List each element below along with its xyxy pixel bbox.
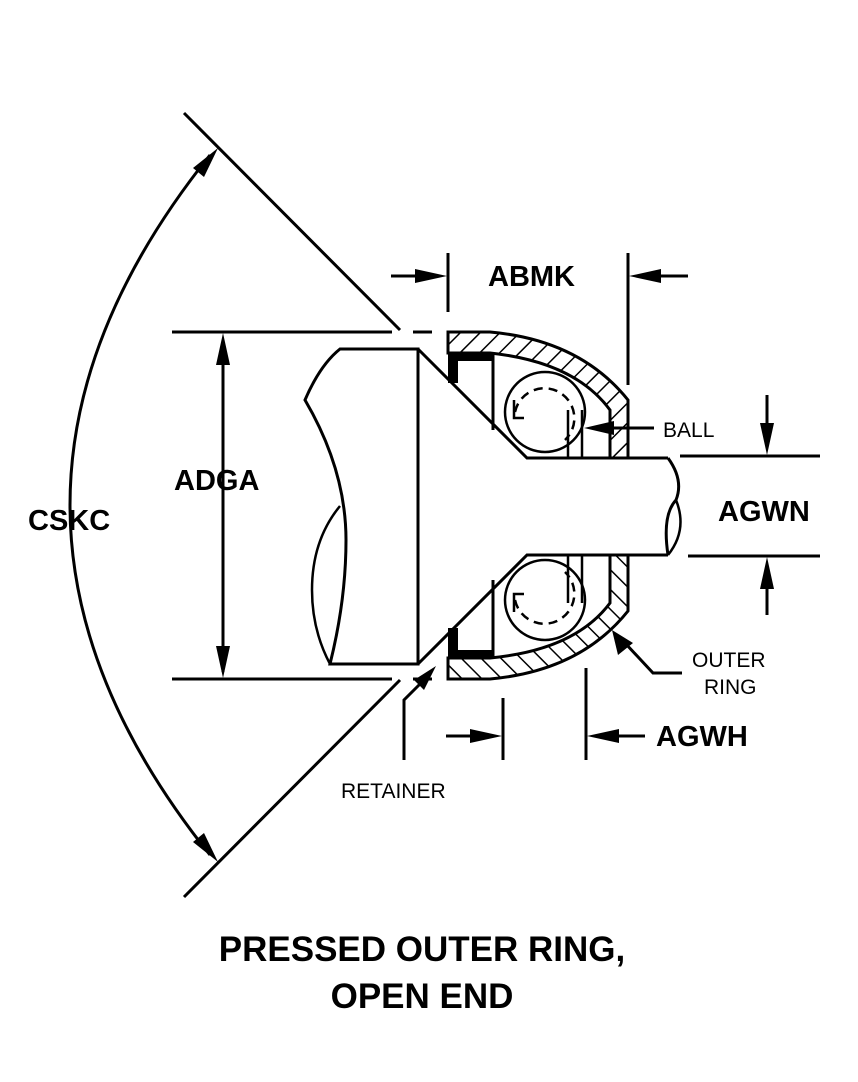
head-diameter-label: ADGA [174,465,259,497]
retainer [448,353,584,658]
angle-label: CSKC [28,505,110,537]
ball-leader [584,421,654,435]
arc-arrowhead-top [193,148,218,177]
shank-diameter-label: AGWN [718,496,810,528]
ball-top [503,370,587,454]
ball-callout: BALL [663,419,714,442]
ring-width-dimension [446,668,645,760]
retainer-leader [402,666,436,760]
arc-arrowhead-bottom [193,833,218,862]
outer-ring [446,330,630,681]
title-line-1: PRESSED OUTER RING, [219,930,625,969]
outer-ring-callout-line1: OUTER [692,649,766,672]
overall-width-label: ABMK [488,261,575,293]
ball-bottom [503,558,587,642]
angle-arc [68,148,218,862]
overall-width-dimension [391,253,688,385]
ring-width-label: AGWH [656,721,748,753]
title-line-2: OPEN END [331,977,514,1016]
shank-diameter-dimension [680,395,820,615]
outer-ring-leader [612,630,682,675]
outer-ring-callout-line2: RING [704,676,757,699]
head-diameter-dimension [172,330,432,681]
angle-extension-lines [182,111,402,899]
retainer-callout: RETAINER [341,780,446,803]
